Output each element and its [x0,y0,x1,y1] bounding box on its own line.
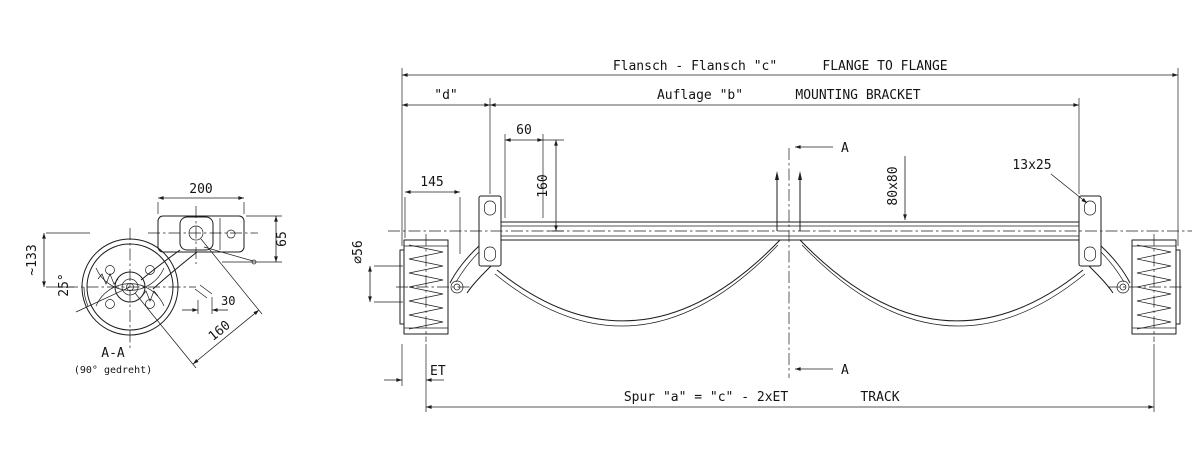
main-view: Flansch - Flansch "c" FLANGE TO FLANGE "… [351,59,1192,412]
flange-to-flange-label-de: Flansch - Flansch "c" [613,59,777,74]
brake-spring-2 [141,290,159,302]
dim-160-label: 160 [536,174,551,197]
section-marker-bottom-label: A [841,363,849,378]
bracket-bolt [226,229,236,239]
dim-60: 60 [504,123,544,218]
dim-145-label: 145 [420,175,443,190]
dim-30-label: 30 [221,294,235,308]
dim-80x80-label: 80x80 [886,166,901,205]
mounting-bracket-label-en: MOUNTING BRACKET [795,88,920,103]
center-pins [775,171,802,231]
section-marker-bottom: A [795,363,849,378]
dim-65: 65 [222,215,290,263]
mounting-bracket-label-de: Auflage "b" [657,88,743,103]
dim-80x80: 80x80 [886,156,907,220]
dim-mounting-bracket: Auflage "b" MOUNTING BRACKET [489,88,1080,194]
dim-track: Spur "a" = "c" - 2xET TRACK [425,344,1155,412]
left-flange [478,195,502,267]
dim-et: ET [384,344,446,412]
dim-160-vertical: 160 [536,139,564,232]
dim-25deg-label: 25° [57,273,72,296]
brake-drum-face [81,238,179,336]
flange-to-flange-label-en: FLANGE TO FLANGE [822,59,947,74]
section-view-subtitle: (90° gedreht) [74,365,152,376]
section-view-title: A-A [101,346,125,361]
section-marker-top-label: A [841,141,849,156]
dim-13x25: 13x25 [1012,158,1088,204]
section-trailing-arm [140,246,257,299]
dim-133-label: ~133 [25,244,40,275]
track-label-de: Spur "a" = "c" - 2xET [624,390,789,405]
wheel-centerlines [396,148,1184,378]
brake-spring [97,273,119,285]
dim-60-label: 60 [516,123,532,138]
section-view: 200 65 ~133 25° 30 [25,182,290,376]
dim-flange-to-flange: Flansch - Flansch "c" FLANGE TO FLANGE [401,59,1179,246]
left-trailing-arm [449,245,492,294]
upper-brake-shoe [95,267,165,291]
dim-133: ~133 [25,232,90,288]
dim-et-label: ET [430,364,446,379]
dim-200: 200 [157,182,245,214]
dim-diameter-label: ⌀56 [351,240,366,263]
section-marker-top: A [795,141,849,156]
dim-145: 145 [404,175,461,254]
dim-25deg: 25° [57,273,131,313]
dim-d-label: "d" [434,88,457,103]
brake-lever [203,246,254,262]
dim-30: 30 [182,294,235,314]
dim-stub-diameter: ⌀56 [351,240,403,303]
dim-200-label: 200 [189,182,212,197]
brake-cables [494,239,1086,327]
axle-tube [501,221,1079,241]
track-label-en: TRACK [860,390,899,405]
lower-brake-shoe [95,283,165,307]
dim-13x25-label: 13x25 [1012,158,1051,173]
dim-160-diagonal-label: 160 [206,318,234,344]
right-flange [1078,195,1102,267]
tube-cross-section [179,216,214,251]
dim-d: "d" [401,88,491,107]
mounting-bracket-section [157,215,245,253]
dim-65-label: 65 [275,231,290,247]
